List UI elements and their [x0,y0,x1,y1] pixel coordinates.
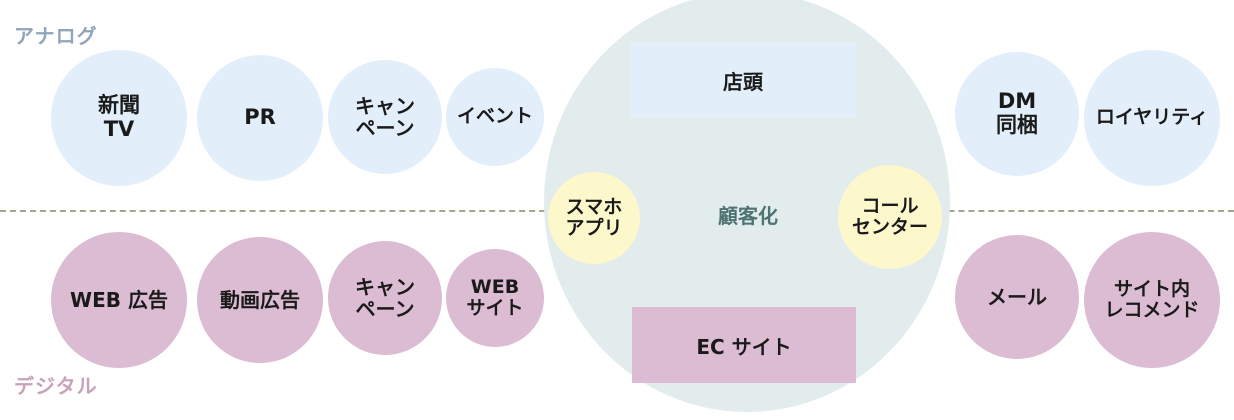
digital-website-bubble: WEB サイト [446,249,544,347]
analog-label: アナログ [14,24,98,48]
analog-dm-bubble: DM 同梱 [955,52,1079,176]
ec-site-box: EC サイト [632,307,856,383]
digital-recommend-bubble: サイト内 レコメンド [1084,232,1220,368]
store-box: 店頭 [630,42,856,118]
analog-event-bubble: イベント [446,68,544,166]
digital-campaign-bubble: キャン ペーン [328,241,442,355]
analog-pr-bubble: PR [197,55,323,181]
digital-web-ad-bubble: WEB 広告 [51,232,187,368]
analog-campaign-bubble: キャン ペーン [328,60,442,174]
digital-mail-bubble: メール [955,235,1079,359]
call-center-bubble: コール センター [838,165,942,269]
center-customer-label: 顧客化 [718,204,778,228]
digital-video-ad-bubble: 動画広告 [197,237,323,363]
analog-loyalty-bubble: ロイヤリティ [1084,50,1220,186]
digital-label: デジタル [14,374,98,398]
analog-newspaper-tv-bubble: 新聞 TV [51,50,187,186]
smartphone-app-bubble: スマホ アプリ [548,172,640,264]
